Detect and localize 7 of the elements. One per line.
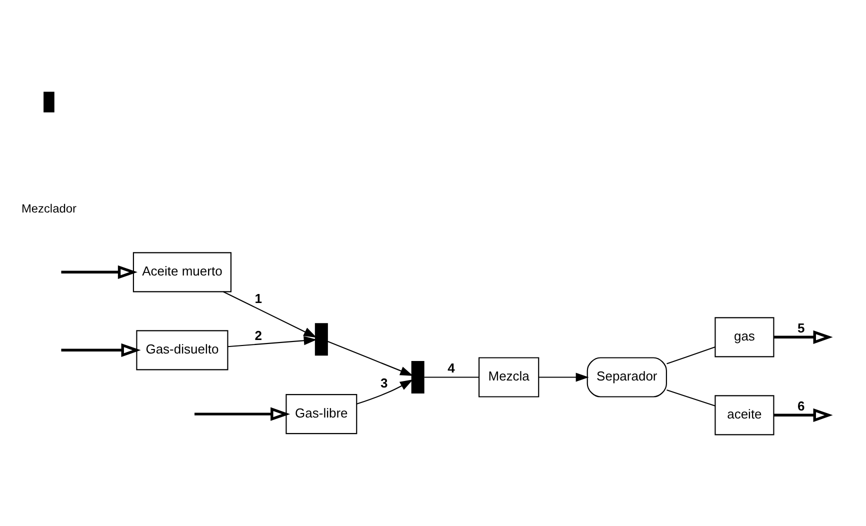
legend-label: Mezclador — [21, 200, 76, 215]
edge-label: 5 — [798, 320, 805, 335]
edge-label: 1 — [254, 290, 262, 306]
edge-label: 2 — [254, 327, 262, 342]
edge-label: 3 — [380, 375, 388, 390]
edge-label: 4 — [448, 360, 455, 375]
edge-label: 6 — [798, 398, 805, 413]
